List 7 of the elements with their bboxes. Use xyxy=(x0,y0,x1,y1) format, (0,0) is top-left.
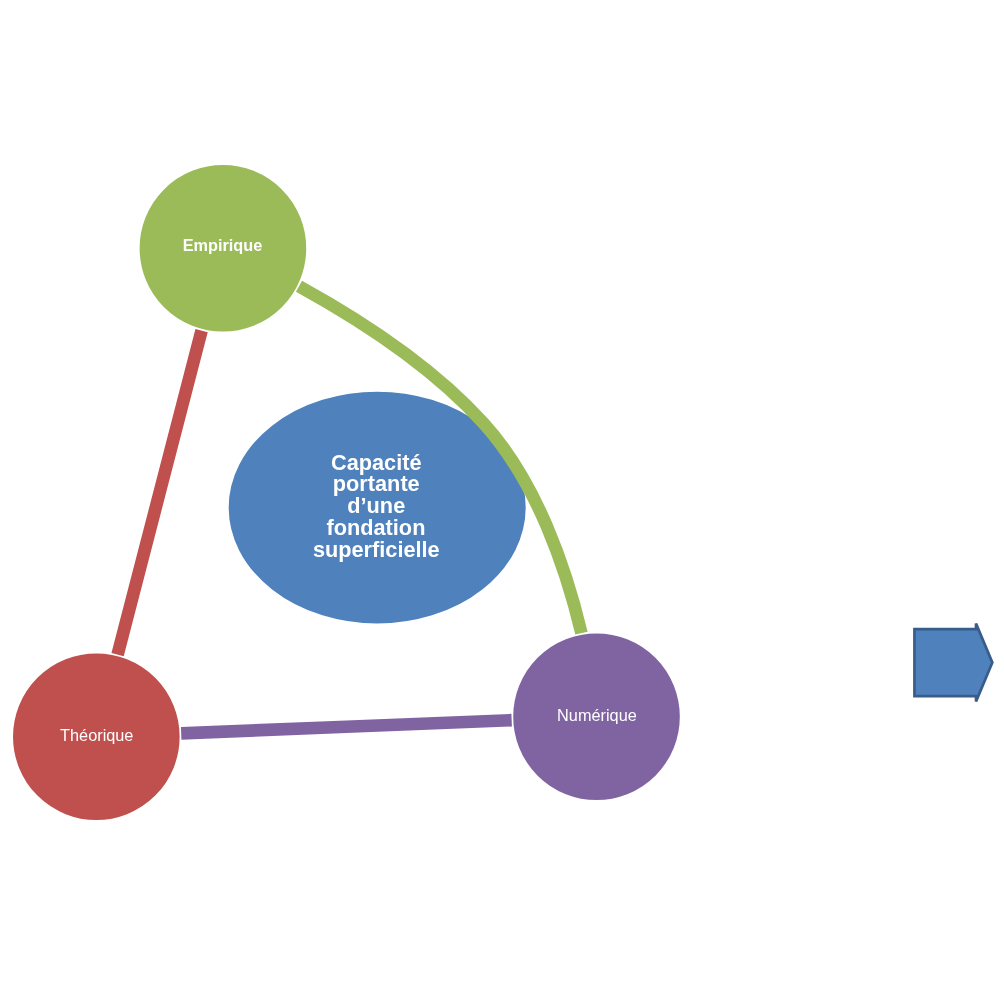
node-ellipse: Capacité portante d’une fondation superficielle xyxy=(226,388,529,626)
connector xyxy=(295,280,588,635)
node-circle: Théorique xyxy=(10,650,183,823)
node-arrow xyxy=(913,621,994,703)
connector xyxy=(180,713,512,740)
node-circle: Numérique xyxy=(510,630,683,803)
connector xyxy=(111,328,208,656)
